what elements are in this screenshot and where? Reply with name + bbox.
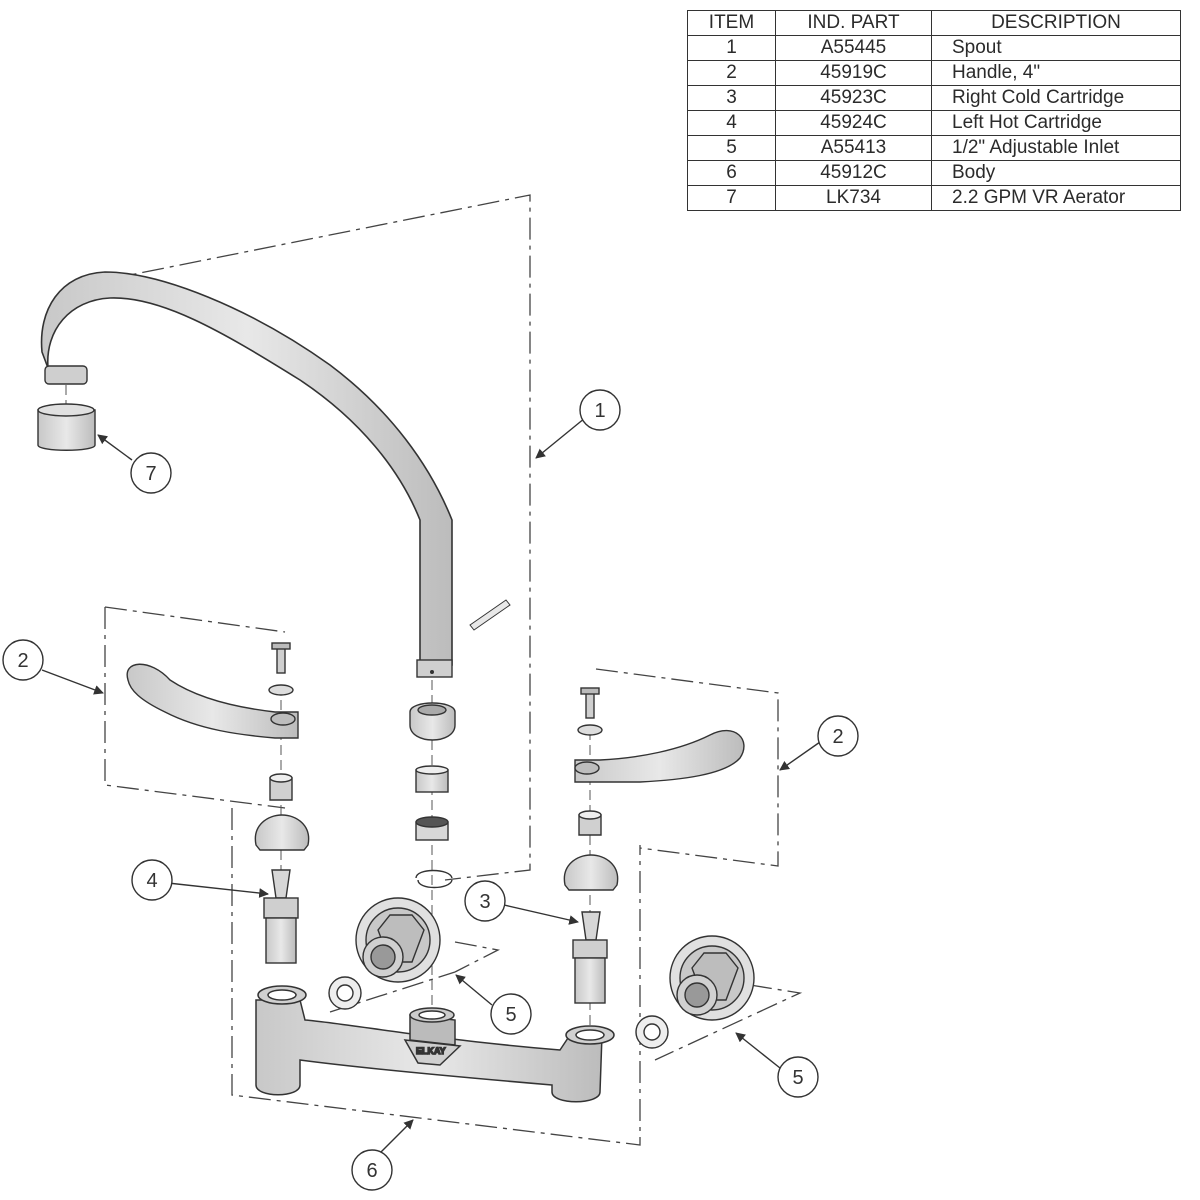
table-row: 7 LK734 2.2 GPM VR Aerator (687, 185, 1181, 211)
callout-5-center-label: 5 (505, 1004, 516, 1026)
callout-2-left-label: 2 (17, 650, 28, 672)
spout-nut-stack (409, 702, 456, 889)
right-adjustable-inlet (635, 935, 755, 1049)
faucet-body: ELKAY (255, 985, 615, 1103)
row-description: Right Cold Cartridge (931, 85, 1181, 111)
callout-7-label: 7 (145, 463, 156, 485)
row-item: 4 (687, 110, 776, 136)
table-header-row: ITEM IND. PART DESCRIPTION (687, 10, 1181, 36)
row-description: 2.2 GPM VR Aerator (931, 185, 1181, 211)
callout-2-right-label: 2 (832, 726, 843, 748)
callout-5-right-label: 5 (792, 1067, 803, 1089)
table-row: 1 A55445 Spout (687, 35, 1181, 61)
parts-list-table: ITEM IND. PART DESCRIPTION 1 A55445 Spou… (687, 10, 1181, 211)
callout-2-left: 2 (2, 639, 44, 681)
callout-6-label: 6 (366, 1160, 377, 1182)
row-part: A55413 (775, 135, 932, 161)
table-row: 5 A55413 1/2" Adjustable Inlet (687, 135, 1181, 161)
row-part: 45912C (775, 160, 932, 186)
row-item: 3 (687, 85, 776, 111)
row-part: A55445 (775, 35, 932, 61)
row-item: 5 (687, 135, 776, 161)
row-description: Body (931, 160, 1181, 186)
table-row: 4 45924C Left Hot Cartridge (687, 110, 1181, 136)
callout-5-center: 5 (490, 993, 532, 1035)
left-handle-assembly (126, 642, 310, 964)
aerator (37, 403, 96, 451)
row-item: 6 (687, 160, 776, 186)
row-part: 45923C (775, 85, 932, 111)
callout-4-label: 4 (146, 870, 157, 892)
row-description: 1/2" Adjustable Inlet (931, 135, 1181, 161)
callout-7: 7 (130, 452, 172, 494)
spout (40, 271, 511, 678)
callout-2-right: 2 (817, 715, 859, 757)
callout-4: 4 (131, 859, 173, 901)
header-item: ITEM (687, 10, 776, 36)
callout-6: 6 (351, 1149, 393, 1191)
table-row: 3 45923C Right Cold Cartridge (687, 85, 1181, 111)
row-part: 45919C (775, 60, 932, 86)
brand-mark: ELKAY (416, 1046, 446, 1056)
table-row: 6 45912C Body (687, 160, 1181, 186)
callout-1: 1 (579, 389, 621, 431)
table-row: 2 45919C Handle, 4" (687, 60, 1181, 86)
row-item: 7 (687, 185, 776, 211)
callout-3-label: 3 (479, 891, 490, 913)
right-handle-assembly (563, 687, 745, 1004)
row-part: LK734 (775, 185, 932, 211)
left-adjustable-inlet (328, 897, 441, 1010)
callout-3: 3 (464, 880, 506, 922)
row-description: Left Hot Cartridge (931, 110, 1181, 136)
row-part: 45924C (775, 110, 932, 136)
row-description: Handle, 4" (931, 60, 1181, 86)
row-item: 2 (687, 60, 776, 86)
row-item: 1 (687, 35, 776, 61)
leader-lines (41, 417, 821, 1153)
callout-5-right: 5 (777, 1056, 819, 1098)
callout-1-label: 1 (594, 400, 605, 422)
header-description: DESCRIPTION (931, 10, 1181, 36)
header-part: IND. PART (775, 10, 932, 36)
row-description: Spout (931, 35, 1181, 61)
